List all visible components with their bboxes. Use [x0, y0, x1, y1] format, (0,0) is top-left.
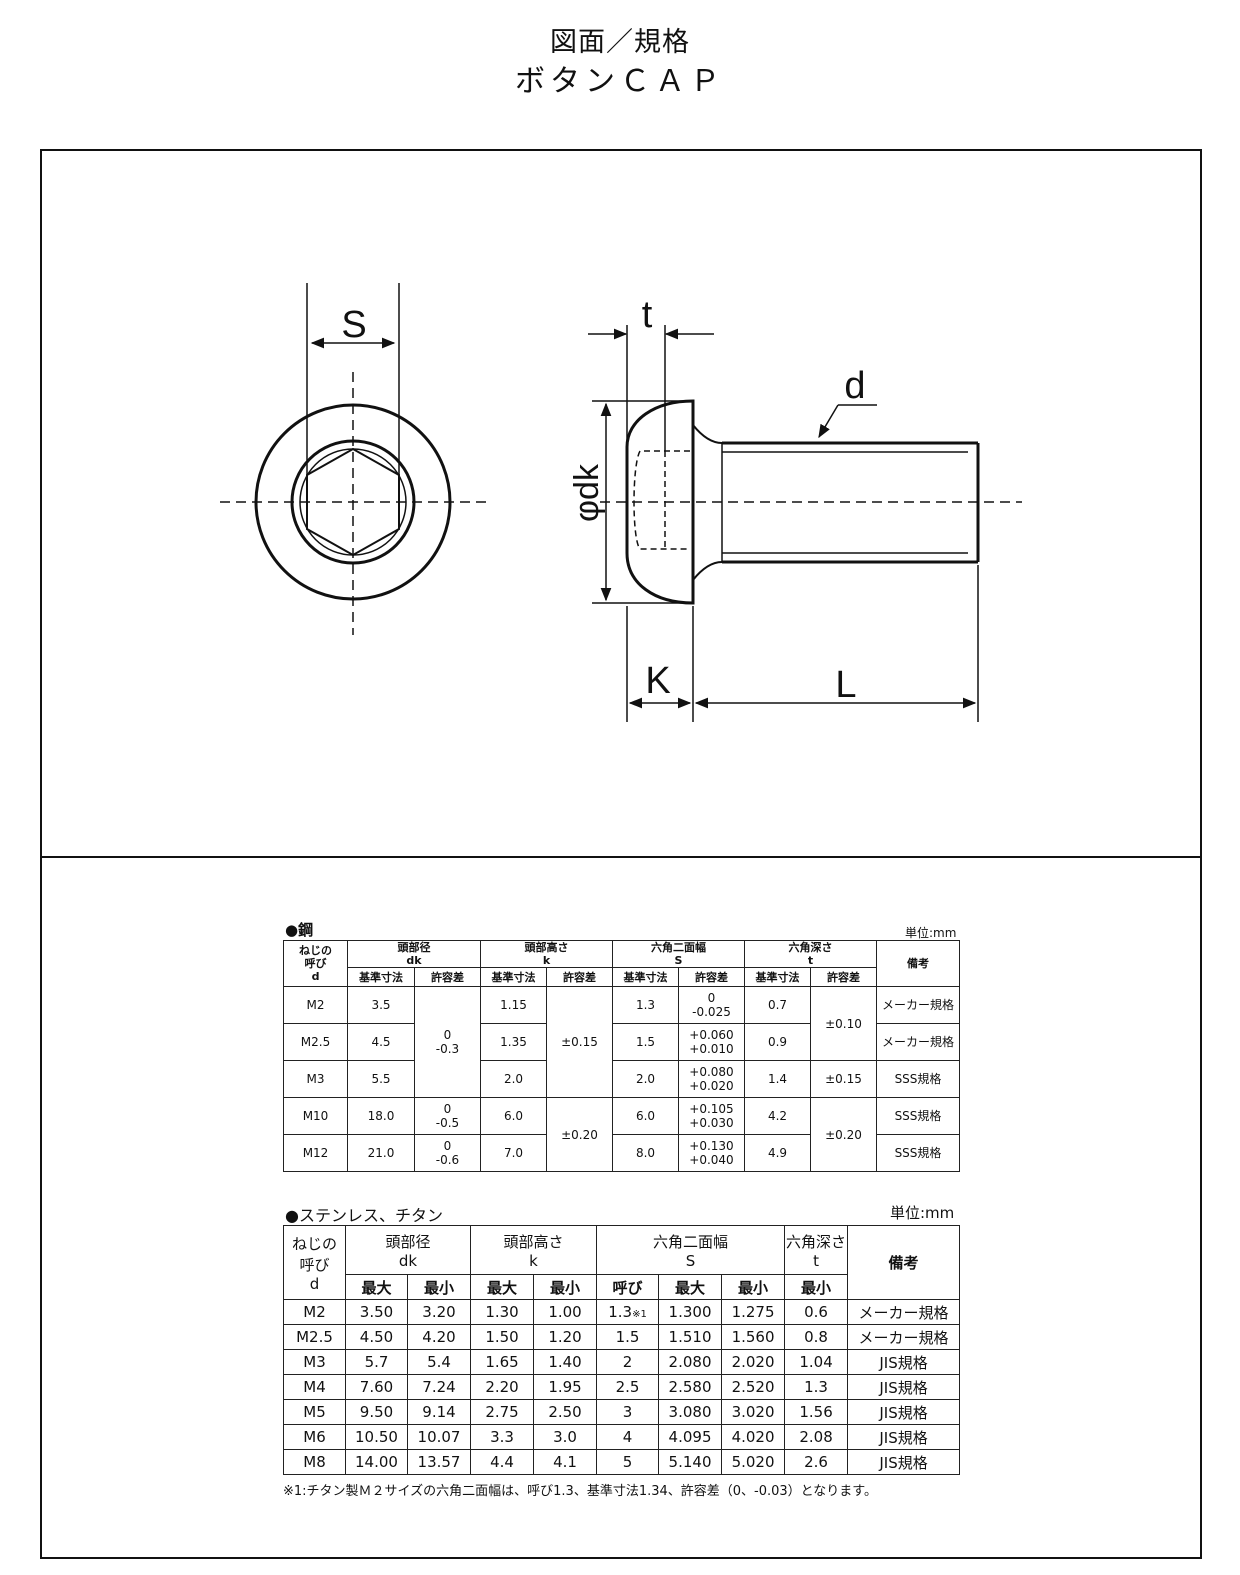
header-basic: 基準寸法: [480, 967, 547, 988]
front-view: [220, 283, 490, 635]
header-min: 最小: [406, 1274, 472, 1300]
label-K: K: [645, 660, 670, 702]
label-dk: φdk: [568, 463, 606, 522]
header-min: 最小: [784, 1274, 849, 1300]
frame-divider: [42, 856, 1200, 858]
technical-drawing: S t d φdk K L: [220, 283, 1022, 722]
header-max: 最大: [345, 1274, 408, 1300]
table-row: M12 21.0 0-0.6 7.0 8.0 +0.130+0.040 4.9 …: [283, 1134, 960, 1173]
steel-unit-label: 単位:mm: [905, 926, 957, 940]
header-basic: 基準寸法: [612, 967, 679, 988]
footnote: ※1:チタン製Ｍ２サイズの六角二面幅は、呼び1.3、基準寸法1.34、許容差（0…: [283, 1484, 877, 1499]
table-row: M2 3.5 0-0.3 1.15 ±0.15 1.3 0-0.025 0.7 …: [283, 986, 960, 1099]
label-t: t: [642, 294, 653, 336]
label-S: S: [341, 304, 366, 346]
table-row: M2.5 4.5 1.35 1.5 +0.060+0.010 0.9 メーカー規…: [283, 1023, 960, 1062]
table-row: M10 18.0 0-0.5 6.0 ±0.20 6.0 +0.105+0.03…: [283, 1097, 960, 1173]
stainless-section-label: ●ステンレス、チタン: [285, 1206, 443, 1225]
header-tolerance: 許容差: [678, 967, 745, 988]
footnote-mark: ※1: [632, 1309, 647, 1320]
table-row: M3 5.5 2.0 2.0 +0.080+0.020 1.4 ±0.15 SS…: [283, 1060, 960, 1099]
stainless-unit-label: 単位:mm: [890, 1204, 955, 1222]
header-basic: 基準寸法: [744, 967, 811, 988]
header-max: 最大: [658, 1274, 723, 1300]
product-name: ボタンＣＡＰ: [515, 64, 725, 99]
label-L: L: [835, 664, 856, 706]
page-title: 図面／規格: [550, 27, 690, 58]
header-max: 最大: [470, 1274, 535, 1300]
header-nominal-size: 呼び: [596, 1274, 660, 1300]
header-tolerance: 許容差: [810, 967, 877, 988]
header-tolerance: 許容差: [414, 967, 481, 988]
drawing-frame: [40, 149, 1202, 1559]
header-basic: 基準寸法: [347, 967, 415, 988]
header-tolerance: 許容差: [546, 967, 613, 988]
steel-section-label: ●鋼: [285, 921, 314, 939]
header-remarks: 備考: [876, 939, 960, 988]
header-remarks: 備考: [847, 1225, 961, 1300]
label-d: d: [844, 365, 865, 407]
header-min: 最小: [533, 1274, 598, 1300]
header-min: 最小: [721, 1274, 786, 1300]
side-view: [588, 325, 1022, 722]
